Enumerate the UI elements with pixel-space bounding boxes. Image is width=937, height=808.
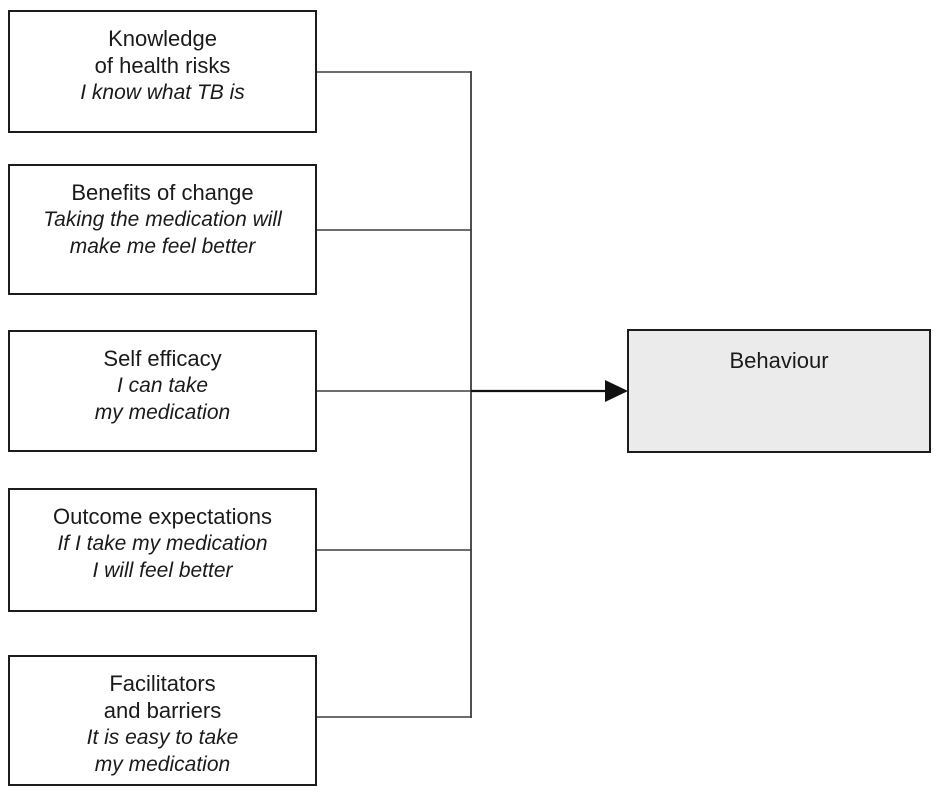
factor-example: I can take my medication [94,374,231,424]
factor-box-benefits: Benefits of change Taking the medication… [8,164,317,295]
factor-example: I know what TB is [80,81,245,104]
behaviour-label: Behaviour [729,348,829,373]
factor-box-facilitators: Facilitators and barriers It is easy to … [8,655,317,786]
factor-box-knowledge: Knowledge of health risks I know what TB… [8,10,317,133]
factor-example: If I take my medication I will feel bett… [57,532,268,582]
factor-box-self-efficacy: Self efficacy I can take my medication [8,330,317,452]
factor-example: It is easy to take my medication [86,726,239,776]
factor-title: Benefits of change [71,180,254,205]
behaviour-box: Behaviour [627,329,931,453]
factor-title: Facilitators and barriers [103,671,222,723]
factor-title: Knowledge of health risks [94,26,231,78]
factor-title: Self efficacy [103,346,222,371]
arrowhead-icon [605,380,628,402]
factor-box-outcome-expectations: Outcome expectations If I take my medica… [8,488,317,612]
factor-example: Taking the medication will make me feel … [43,208,282,258]
factor-title: Outcome expectations [53,504,272,529]
